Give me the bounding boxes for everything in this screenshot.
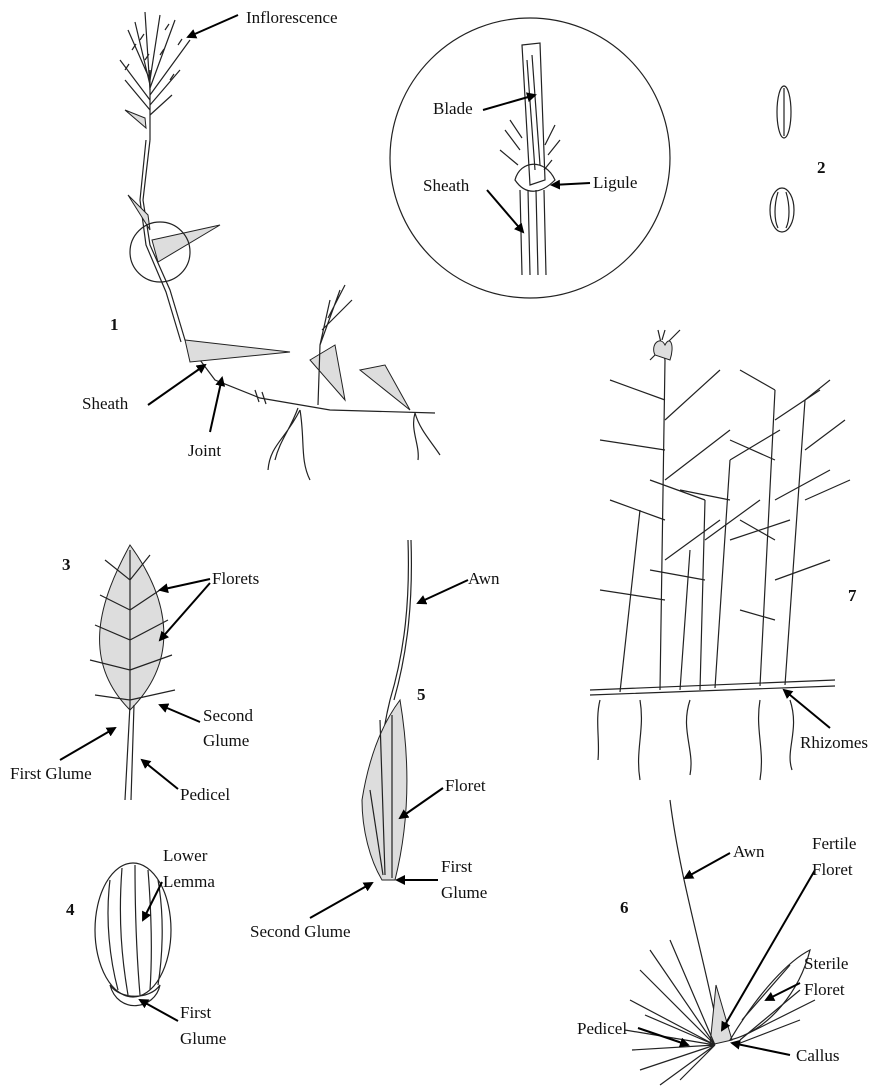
figure-3-spikelet [60,545,210,800]
label-fertile-floret-line2: Floret [812,860,853,880]
label-inset-ligule: Ligule [593,173,637,193]
inset-collar-detail [390,18,670,298]
label-callus: Callus [796,1046,839,1066]
label-fertile-floret-line1: Fertile [812,834,856,854]
label-fig6-awn: Awn [733,842,765,862]
label-fig5-floret: Floret [445,776,486,796]
label-fig3-pedicel: Pedicel [180,785,230,805]
label-sterile-floret-line2: Floret [804,980,845,1000]
figure-1-plant [120,12,440,480]
label-fig5-first-glume-line1: First [441,857,472,877]
figure-number-3: 3 [62,555,71,575]
label-second-glume-line2: Glume [203,731,249,751]
label-rhizomes: Rhizomes [800,733,868,753]
figure-number-1: 1 [110,315,119,335]
label-second-glume-line1: Second [203,706,253,726]
label-fig3-first-glume: First Glume [10,764,92,784]
label-joint: Joint [188,441,221,461]
label-fig1-sheath: Sheath [82,394,128,414]
label-sterile-floret-line1: Sterile [804,954,848,974]
figure-number-2: 2 [817,158,826,178]
label-inset-blade: Blade [433,99,473,119]
figure-6-spikelet-pair [625,800,815,1085]
label-inset-sheath: Sheath [423,176,469,196]
fig1-inflorescence-drawing [120,12,190,140]
figure-7-rhizomatous-grass [590,330,850,780]
label-fig4-first-glume-line1: First [180,1003,211,1023]
label-fig4-first-glume-line2: Glume [180,1029,226,1049]
label-lower-lemma-line2: Lemma [163,872,215,892]
label-fig5-awn: Awn [468,569,500,589]
figure-2-seeds [770,86,794,232]
figure-number-4: 4 [66,900,75,920]
label-inflorescence: Inflorescence [246,8,338,28]
label-fig6-pedicel: Pedicel [577,1019,627,1039]
figure-number-6: 6 [620,898,629,918]
figure-number-7: 7 [848,586,857,606]
label-florets: Florets [212,569,259,589]
label-fig5-second-glume: Second Glume [250,922,351,942]
label-lower-lemma-line1: Lower [163,846,207,866]
label-fig5-first-glume-line2: Glume [441,883,487,903]
figure-number-5: 5 [417,685,426,705]
